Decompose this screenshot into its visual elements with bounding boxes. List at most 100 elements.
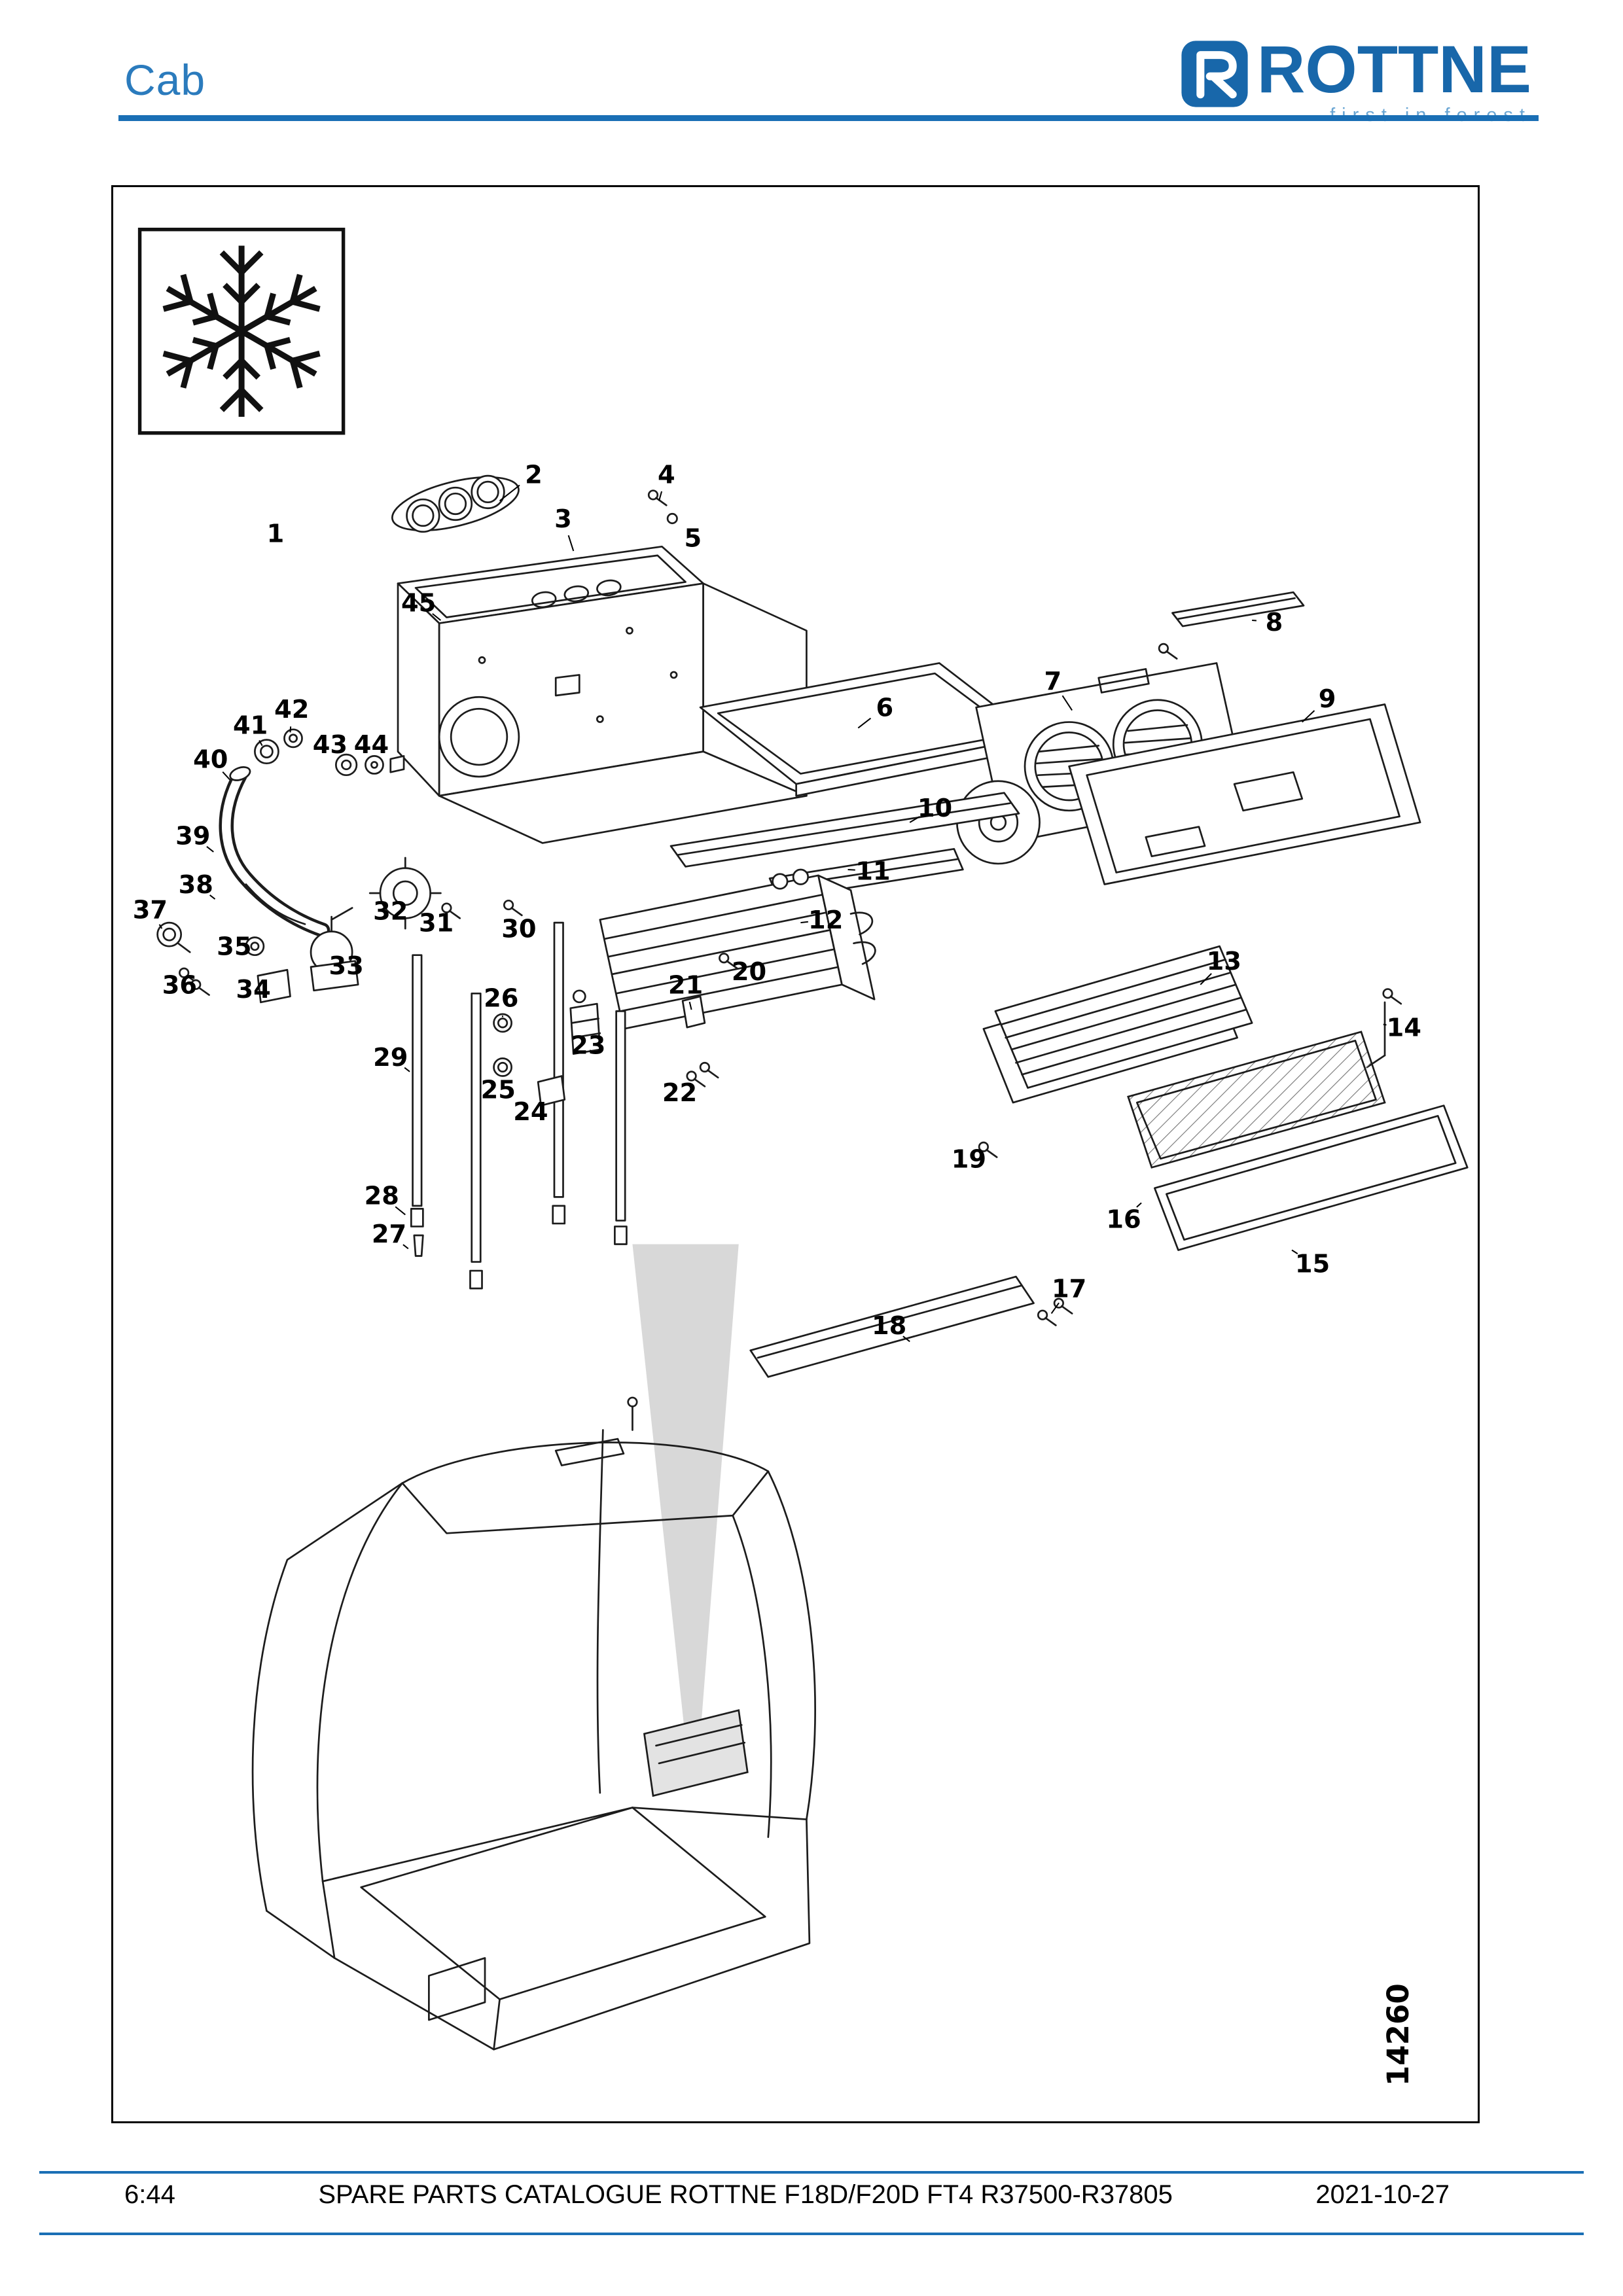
- part-callout-20: 20: [732, 957, 766, 987]
- rottne-logo: ROTTNE first in forest: [1180, 32, 1531, 126]
- control-rods: [410, 921, 719, 1290]
- callout-leader-21: [688, 1001, 692, 1010]
- footer-title: SPARE PARTS CATALOGUE ROTTNE F18D/F20D F…: [318, 2180, 1173, 2209]
- footer-date: 2021-10-27: [1315, 2180, 1450, 2209]
- part-callout-43: 43: [313, 730, 348, 760]
- part-callout-31: 31: [419, 909, 454, 938]
- callout-leader-27: [402, 1244, 409, 1250]
- part-callout-45: 45: [401, 589, 436, 618]
- part-callout-5: 5: [685, 523, 702, 553]
- part-callout-39: 39: [175, 822, 210, 851]
- callout-leader-2: [499, 484, 520, 502]
- part-callout-12: 12: [808, 906, 843, 935]
- part-callout-34: 34: [236, 975, 270, 1004]
- part-callout-24: 24: [513, 1097, 548, 1127]
- part-callout-28: 28: [365, 1182, 399, 1211]
- part-callout-37: 37: [133, 895, 168, 925]
- part-callout-18: 18: [872, 1311, 906, 1341]
- screw-4: [647, 489, 668, 506]
- cab-wireframe: [251, 1396, 816, 2051]
- part-callout-9: 9: [1319, 684, 1336, 714]
- figure-number: 14260: [1381, 1983, 1416, 2086]
- callout-leader-28: [395, 1206, 406, 1216]
- part-callout-36: 36: [162, 970, 197, 1000]
- callout-leader-39: [206, 846, 214, 853]
- part-callout-3: 3: [554, 504, 572, 534]
- callout-leader-7: [1061, 695, 1073, 711]
- part-callout-32: 32: [373, 897, 408, 927]
- part-callout-8: 8: [1266, 608, 1283, 637]
- mounting-bar: [1158, 591, 1305, 660]
- logo-tagline: first in forest: [1330, 105, 1531, 126]
- part-callout-27: 27: [372, 1220, 406, 1249]
- part-callout-40: 40: [193, 745, 228, 774]
- part-callout-26: 26: [484, 984, 518, 1014]
- callout-leader-9: [1302, 710, 1315, 723]
- floor-panel: [749, 1275, 1035, 1378]
- side-panel: [1068, 703, 1421, 885]
- part-callout-10: 10: [918, 794, 952, 823]
- part-callout-13: 13: [1207, 947, 1241, 976]
- part-callout-30: 30: [501, 915, 536, 944]
- part-callout-7: 7: [1044, 667, 1062, 696]
- callout-leader-29: [404, 1067, 410, 1072]
- part-callout-44: 44: [354, 730, 389, 760]
- callout-leader-15: [1291, 1249, 1298, 1255]
- part-callout-4: 4: [658, 460, 675, 489]
- callout-leader-42: [289, 726, 292, 733]
- page-footer: 6:44 SPARE PARTS CATALOGUE ROTTNE F18D/F…: [124, 2180, 1450, 2210]
- rottne-logo-icon: [1181, 41, 1248, 107]
- part-callout-35: 35: [217, 932, 251, 962]
- part-callout-6: 6: [876, 694, 894, 723]
- callout-leader-6: [857, 717, 872, 729]
- callout-leader-41: [259, 740, 263, 747]
- part-callout-42: 42: [274, 695, 309, 724]
- heater-location-in-cab: [643, 1709, 749, 1797]
- part-callout-2: 2: [525, 460, 543, 489]
- gauge-cluster: [391, 474, 520, 533]
- callout-leader-38: [209, 894, 216, 900]
- hose-valve-cluster: [156, 728, 523, 1004]
- part-callout-21: 21: [668, 970, 703, 1000]
- callout-layer: 1234567891011121314151617181920212223242…: [133, 460, 1421, 1343]
- part-callout-19: 19: [952, 1144, 986, 1174]
- callout-leader-10: [909, 816, 920, 823]
- footer-page-number: 6:44: [124, 2180, 175, 2209]
- support-rail: [669, 792, 1020, 868]
- callout-leader-37: [158, 924, 163, 929]
- part-callout-41: 41: [233, 711, 268, 741]
- part-callout-29: 29: [373, 1043, 408, 1072]
- callout-leader-4: [658, 491, 663, 501]
- footer-divider-bottom: [39, 2233, 1584, 2235]
- heat-exchanger: [599, 868, 876, 1030]
- callout-leader-3: [567, 535, 575, 552]
- part-callout-14: 14: [1387, 1014, 1421, 1043]
- heater-housing: [397, 545, 808, 844]
- part-callout-11: 11: [855, 857, 890, 887]
- logo-name: ROTTNE: [1257, 32, 1531, 107]
- location-wedge: [632, 1244, 739, 1755]
- cover-panel: [1154, 1104, 1469, 1251]
- air-conditioning-symbol: [137, 228, 346, 435]
- part-callout-1: 1: [267, 520, 285, 549]
- part-callout-25: 25: [481, 1075, 516, 1104]
- footer-divider-top: [39, 2171, 1584, 2174]
- callout-leader-16: [1136, 1202, 1142, 1208]
- header-divider: [118, 115, 1539, 121]
- exploded-diagram: 1234567891011121314151617181920212223242…: [133, 228, 1469, 2086]
- part-callout-15: 15: [1295, 1249, 1330, 1279]
- part-callout-16: 16: [1106, 1205, 1141, 1235]
- callout-leader-12: [800, 921, 809, 924]
- louver-panel: [982, 945, 1253, 1104]
- screw-17a: [1037, 1309, 1057, 1326]
- part-callout-22: 22: [662, 1078, 697, 1108]
- callout-leader-18: [902, 1335, 910, 1343]
- callout-leader-40: [222, 771, 230, 781]
- callout-leader-45: [432, 613, 442, 621]
- filter-element: [1127, 1031, 1386, 1169]
- washer-5: [666, 512, 678, 525]
- top-cover: [699, 662, 1037, 797]
- page-title: Cab: [124, 56, 206, 104]
